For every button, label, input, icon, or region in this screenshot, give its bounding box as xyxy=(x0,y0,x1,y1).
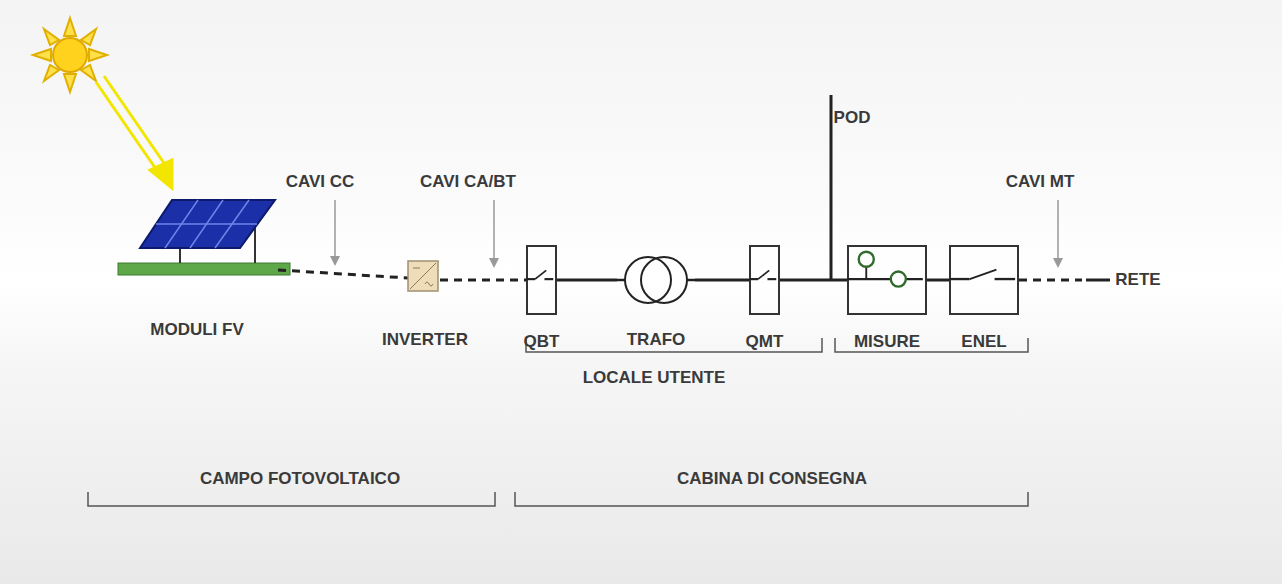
cable-connector xyxy=(695,279,749,282)
inverter-diagonal xyxy=(410,263,436,289)
switch-blade xyxy=(970,270,997,279)
meter-node: MISURE xyxy=(847,245,927,315)
wire xyxy=(544,278,553,280)
diagram-label: RETE xyxy=(1115,270,1160,290)
pod-line xyxy=(830,95,833,281)
wire xyxy=(617,279,625,282)
diagram-label: CAMPO FOTOVOLTAICO xyxy=(200,469,400,489)
node-caption: ENEL xyxy=(961,332,1006,352)
pv-module-illustration xyxy=(118,200,290,275)
voltage-transformer xyxy=(859,252,874,267)
switch-symbol xyxy=(751,247,778,313)
grid-line xyxy=(1086,279,1110,282)
cable-connector xyxy=(780,279,847,282)
wire xyxy=(749,278,758,280)
sunlight-arrow xyxy=(96,76,172,188)
wire xyxy=(995,278,1016,280)
meter-symbol xyxy=(849,247,925,313)
current-transformer xyxy=(891,272,906,287)
wire xyxy=(767,278,776,280)
meter-stem xyxy=(865,267,867,279)
diagram-label: POD xyxy=(834,108,871,128)
inverter-node: INVERTER xyxy=(410,263,440,293)
diagram-label: CAVI MT xyxy=(1006,172,1075,192)
cable-connector xyxy=(557,279,617,282)
diagram-label: LOCALE UTENTE xyxy=(583,368,726,388)
group-bracket xyxy=(88,338,1028,506)
diagram-label: MODULI FV xyxy=(150,320,244,340)
switch-symbol xyxy=(951,247,1017,313)
wire xyxy=(949,278,970,280)
switch-node: QMT xyxy=(749,245,780,315)
cable-connector xyxy=(440,279,526,282)
node-caption: QBT xyxy=(524,332,560,352)
cable-connector xyxy=(927,279,949,282)
diagram-label: CAVI CA/BT xyxy=(420,172,516,192)
switch-blade xyxy=(535,270,546,279)
sun-symbol xyxy=(33,18,107,92)
node-caption: TRAFO xyxy=(627,330,686,350)
ac-mark xyxy=(425,282,433,286)
transformer-winding xyxy=(641,257,687,303)
wire xyxy=(526,278,535,280)
inverter-body xyxy=(408,261,438,291)
node-caption: MISURE xyxy=(854,332,920,352)
switch-node: ENEL xyxy=(949,245,1019,315)
switch-symbol xyxy=(528,247,555,313)
dc-cable xyxy=(278,270,408,278)
diagram-label: CAVI CC xyxy=(286,172,355,192)
node-caption: INVERTER xyxy=(382,330,468,350)
wire xyxy=(687,279,695,282)
node-caption: QMT xyxy=(746,332,784,352)
diagram-label: CABINA DI CONSEGNA xyxy=(677,469,867,489)
switch-blade xyxy=(758,270,769,279)
dc-mark xyxy=(413,268,420,269)
wire xyxy=(847,278,922,280)
mt-cable xyxy=(1019,279,1082,282)
trafo-symbol xyxy=(617,254,695,306)
switch-node: QBT xyxy=(526,245,557,315)
trafo-node: TRAFO xyxy=(617,254,695,306)
inverter-symbol xyxy=(408,261,438,291)
